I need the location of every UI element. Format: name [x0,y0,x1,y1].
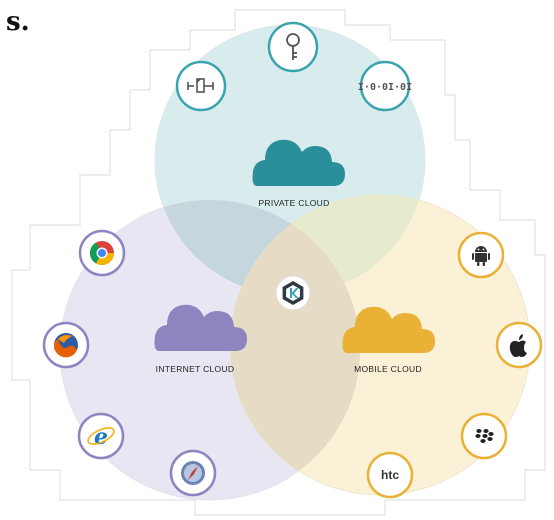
blackberry-icon [460,412,508,460]
kinvey-logo-icon [275,275,311,311]
internet-cloud-label: INTERNET CLOUD [156,364,235,374]
svg-text:I·0·0I·0I: I·0·0I·0I [358,82,412,93]
internet-cloud-icon [154,304,247,351]
cropped-heading-fragment: s. [6,7,30,37]
safari-icon [169,449,217,497]
chrome-icon [78,229,126,277]
apple-icon [495,321,543,369]
mobile-cloud-label: MOBILE CLOUD [354,364,422,374]
internet-explorer-icon: e [77,412,125,460]
mobile-cloud-icon [342,306,435,353]
binary-icon: I·0·0I·0I [358,60,412,112]
android-icon [457,231,505,279]
key-icon [267,21,319,73]
switch-icon [175,60,227,112]
private-cloud-icon [252,139,345,186]
htc-icon: htc [366,451,414,499]
internet-mobile-overlap [230,200,360,495]
htc-logo-text: htc [381,468,399,482]
background-outline [11,9,546,516]
firefox-icon [42,321,90,369]
private-cloud-label: PRIVATE CLOUD [258,198,329,208]
